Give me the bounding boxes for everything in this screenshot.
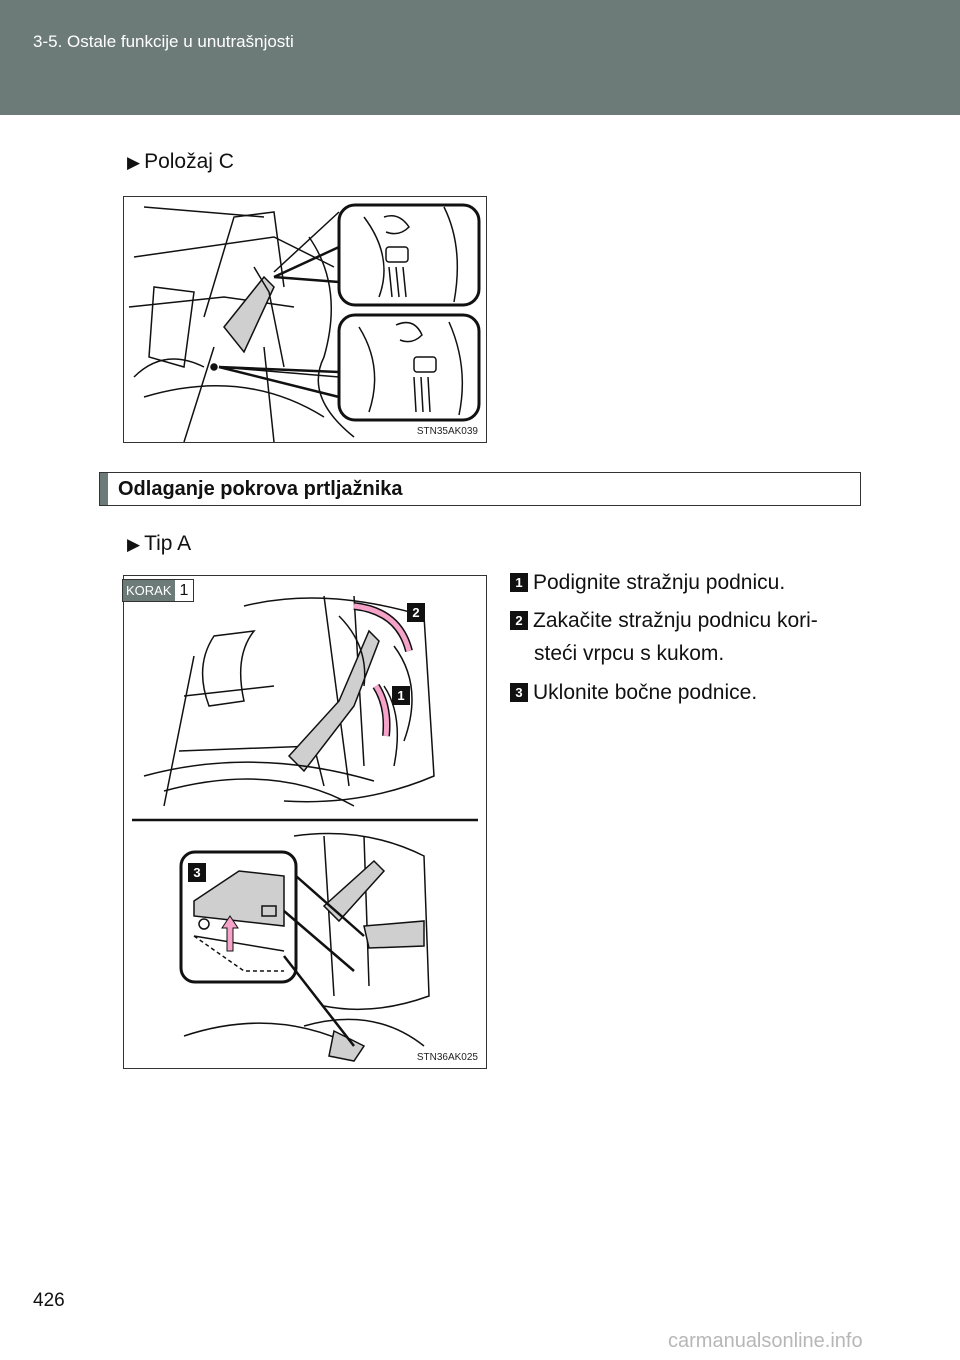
- position-label: ▶Položaj C: [127, 150, 234, 173]
- detail-inset-bottom: [337, 313, 481, 422]
- type-label: ▶Tip A: [127, 532, 192, 555]
- step-text-continued: steći vrpcu s kukom.: [534, 642, 725, 665]
- step-badge: KORAK 1: [122, 579, 195, 602]
- figure-code: STN35AK039: [416, 426, 478, 437]
- step-number: 3: [510, 683, 528, 702]
- step-number: 2: [510, 611, 528, 630]
- step-item: 3 Uklonite bočne podnice.: [510, 676, 870, 709]
- step-badge-label: KORAK: [123, 580, 175, 601]
- step-item: 1 Podignite stražnju podnicu.: [510, 566, 870, 599]
- callout-1: 1: [392, 686, 410, 705]
- section-accent: [100, 473, 108, 505]
- watermark: carmanualsonline.info: [668, 1330, 863, 1352]
- step-number: 1: [510, 573, 528, 592]
- figure-trunk-position-c: STN35AK039: [123, 196, 487, 443]
- section-title: 3-5. Ostale funkcije u unutrašnjosti: [33, 32, 294, 51]
- step-item: 2 Zakačite stražnju podnicu kori- steći v…: [510, 604, 870, 670]
- step-text: Podignite stražnju podnicu.: [533, 571, 786, 594]
- page-number: 426: [33, 1290, 65, 1311]
- section-title-text: Odlaganje pokrova prtljažnika: [118, 478, 403, 500]
- trunk-illustration: [128, 203, 481, 442]
- detail-inset-top: [337, 203, 481, 307]
- play-triangle-icon: ▶: [127, 535, 141, 554]
- figure-cover-removal: STN36AK025 2 1 3: [123, 575, 487, 1069]
- section-heading: Odlaganje pokrova prtljažnika: [99, 472, 861, 506]
- play-triangle-icon: ▶: [127, 153, 141, 172]
- step-text: Uklonite bočne podnice.: [533, 681, 758, 704]
- cover-removal-illustration: [132, 595, 478, 1062]
- step-text: Zakačite stražnju podnicu kori-: [533, 609, 818, 632]
- page-header: 3-5. Ostale funkcije u unutrašnjosti: [0, 0, 960, 115]
- figure-code: STN36AK025: [416, 1052, 478, 1063]
- step-badge-number: 1: [179, 582, 189, 599]
- callout-2: 2: [407, 603, 425, 622]
- callout-3: 3: [188, 863, 206, 882]
